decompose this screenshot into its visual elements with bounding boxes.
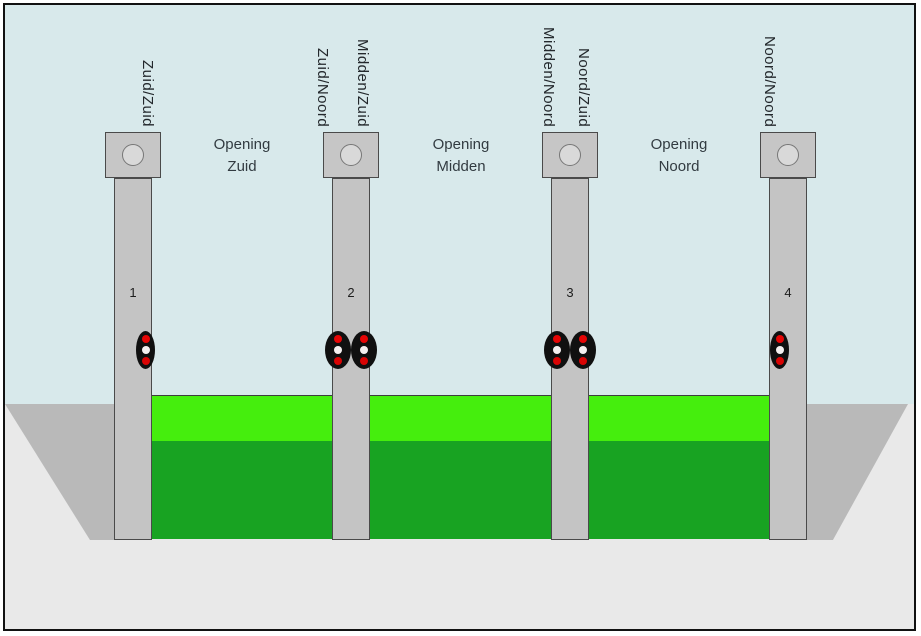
- gate-upper-green: [589, 396, 769, 441]
- red-light-icon: [360, 357, 368, 365]
- red-light-icon: [141, 335, 150, 343]
- red-light-icon: [334, 335, 342, 343]
- opening-label-line2: Noord: [658, 158, 700, 175]
- gate-lower-green: [370, 441, 551, 539]
- opening-label-line1: Opening: [432, 136, 490, 153]
- opening-zuid-label: Opening Zuid: [182, 134, 302, 178]
- pillar-1-head: [105, 132, 161, 178]
- red-light-icon: [360, 335, 368, 343]
- sky-region: [5, 5, 914, 404]
- opening-label-line1: Opening: [213, 136, 271, 153]
- white-light-icon: [334, 346, 342, 354]
- pillar-4-head: [760, 132, 816, 178]
- pillar-4-number: 4: [784, 285, 792, 300]
- opening-label-line2: Zuid: [227, 158, 257, 175]
- white-light-icon: [775, 346, 784, 354]
- signal-label-zuid-noord: Zuid/Noord: [314, 47, 331, 127]
- gate-area-opening-zuid: [151, 395, 333, 540]
- white-light-icon: [579, 346, 587, 354]
- red-light-icon: [775, 335, 784, 343]
- white-light-icon: [141, 346, 150, 354]
- opening-midden-label: Opening Midden: [401, 134, 521, 178]
- signal-label-midden-noord: Midden/Noord: [540, 26, 557, 127]
- signal-light-pillar3-south-icon: [544, 331, 570, 369]
- signal-light-pillar2-north-icon: [351, 331, 377, 369]
- red-light-icon: [553, 335, 561, 343]
- gate-area-opening-midden: [369, 395, 552, 540]
- signal-light-pillar3-north-icon: [570, 331, 596, 369]
- gate-lower-green: [589, 441, 769, 539]
- opening-label-line1: Opening: [650, 136, 708, 153]
- red-light-icon: [141, 357, 150, 365]
- pillar-1-number: 1: [129, 285, 137, 300]
- signal-label-noord-zuid: Noord/Zuid: [575, 47, 592, 127]
- gate-upper-green: [152, 396, 332, 441]
- white-light-icon: [553, 346, 561, 354]
- pillar-2-head: [323, 132, 379, 178]
- red-light-icon: [775, 357, 784, 365]
- signal-light-pillar1-south-icon: [136, 331, 155, 369]
- signal-light-pillar4-north-icon: [770, 331, 789, 369]
- red-light-icon: [334, 357, 342, 365]
- signal-light-pillar2-south-icon: [325, 331, 351, 369]
- pillar-2-number: 2: [347, 285, 355, 300]
- gate-lower-green: [152, 441, 332, 539]
- pillar-3-number: 3: [566, 285, 574, 300]
- opening-label-line2: Midden: [436, 158, 486, 175]
- red-light-icon: [553, 357, 561, 365]
- gate-area-opening-noord: [588, 395, 770, 540]
- head-circle-icon: [340, 144, 362, 166]
- red-light-icon: [579, 357, 587, 365]
- gate-upper-green: [370, 396, 551, 441]
- signal-label-midden-zuid: Midden/Zuid: [354, 38, 371, 127]
- head-circle-icon: [559, 144, 581, 166]
- opening-noord-label: Opening Noord: [619, 134, 739, 178]
- pillar-3-head: [542, 132, 598, 178]
- head-circle-icon: [122, 144, 144, 166]
- head-circle-icon: [777, 144, 799, 166]
- signal-label-noord-noord: Noord/Noord: [761, 35, 778, 127]
- white-light-icon: [360, 346, 368, 354]
- red-light-icon: [579, 335, 587, 343]
- signal-label-zuid-zuid: Zuid/Zuid: [139, 59, 156, 127]
